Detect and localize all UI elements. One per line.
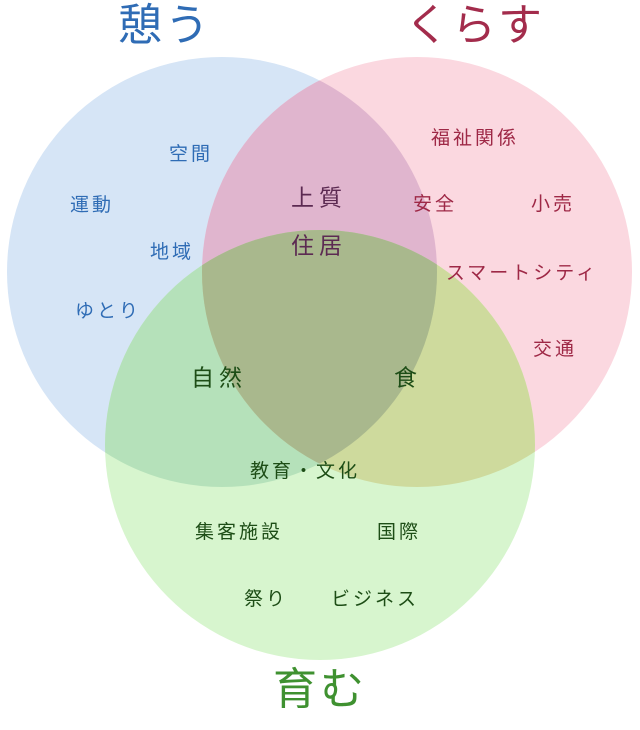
- venn-term-blue-0: 空間: [168, 143, 214, 166]
- venn-term-blue-pink-0: 上質: [291, 185, 347, 212]
- venn-term-green-2: 国際: [376, 521, 422, 544]
- venn-term-green-1: 集客施設: [194, 521, 284, 544]
- venn-term-pink-2: 小売: [530, 193, 576, 216]
- lobe-title-blue: 憩う: [118, 0, 212, 51]
- venn-term-blue-pink-1: 住居: [291, 233, 347, 260]
- venn-term-blue-green-0: 自然: [191, 365, 247, 392]
- lobe-title-green: 育む: [273, 664, 367, 715]
- venn-term-pink-3: スマートシティ: [445, 262, 599, 285]
- venn-term-pink-0: 福祉関係: [430, 127, 520, 150]
- venn-term-blue-2: 地域: [149, 241, 195, 264]
- venn-term-pink-green-0: 食: [394, 365, 422, 392]
- lobe-title-pink: くらす: [404, 0, 546, 51]
- venn-term-green-4: ビジネス: [330, 588, 420, 611]
- venn-term-green-3: 祭り: [243, 588, 289, 611]
- venn-term-blue-1: 運動: [69, 194, 115, 217]
- venn-term-blue-3: ゆとり: [74, 300, 142, 323]
- venn-term-green-0: 教育・文化: [249, 460, 361, 483]
- venn-term-pink-1: 安全: [412, 193, 458, 216]
- venn-term-pink-4: 交通: [532, 338, 578, 361]
